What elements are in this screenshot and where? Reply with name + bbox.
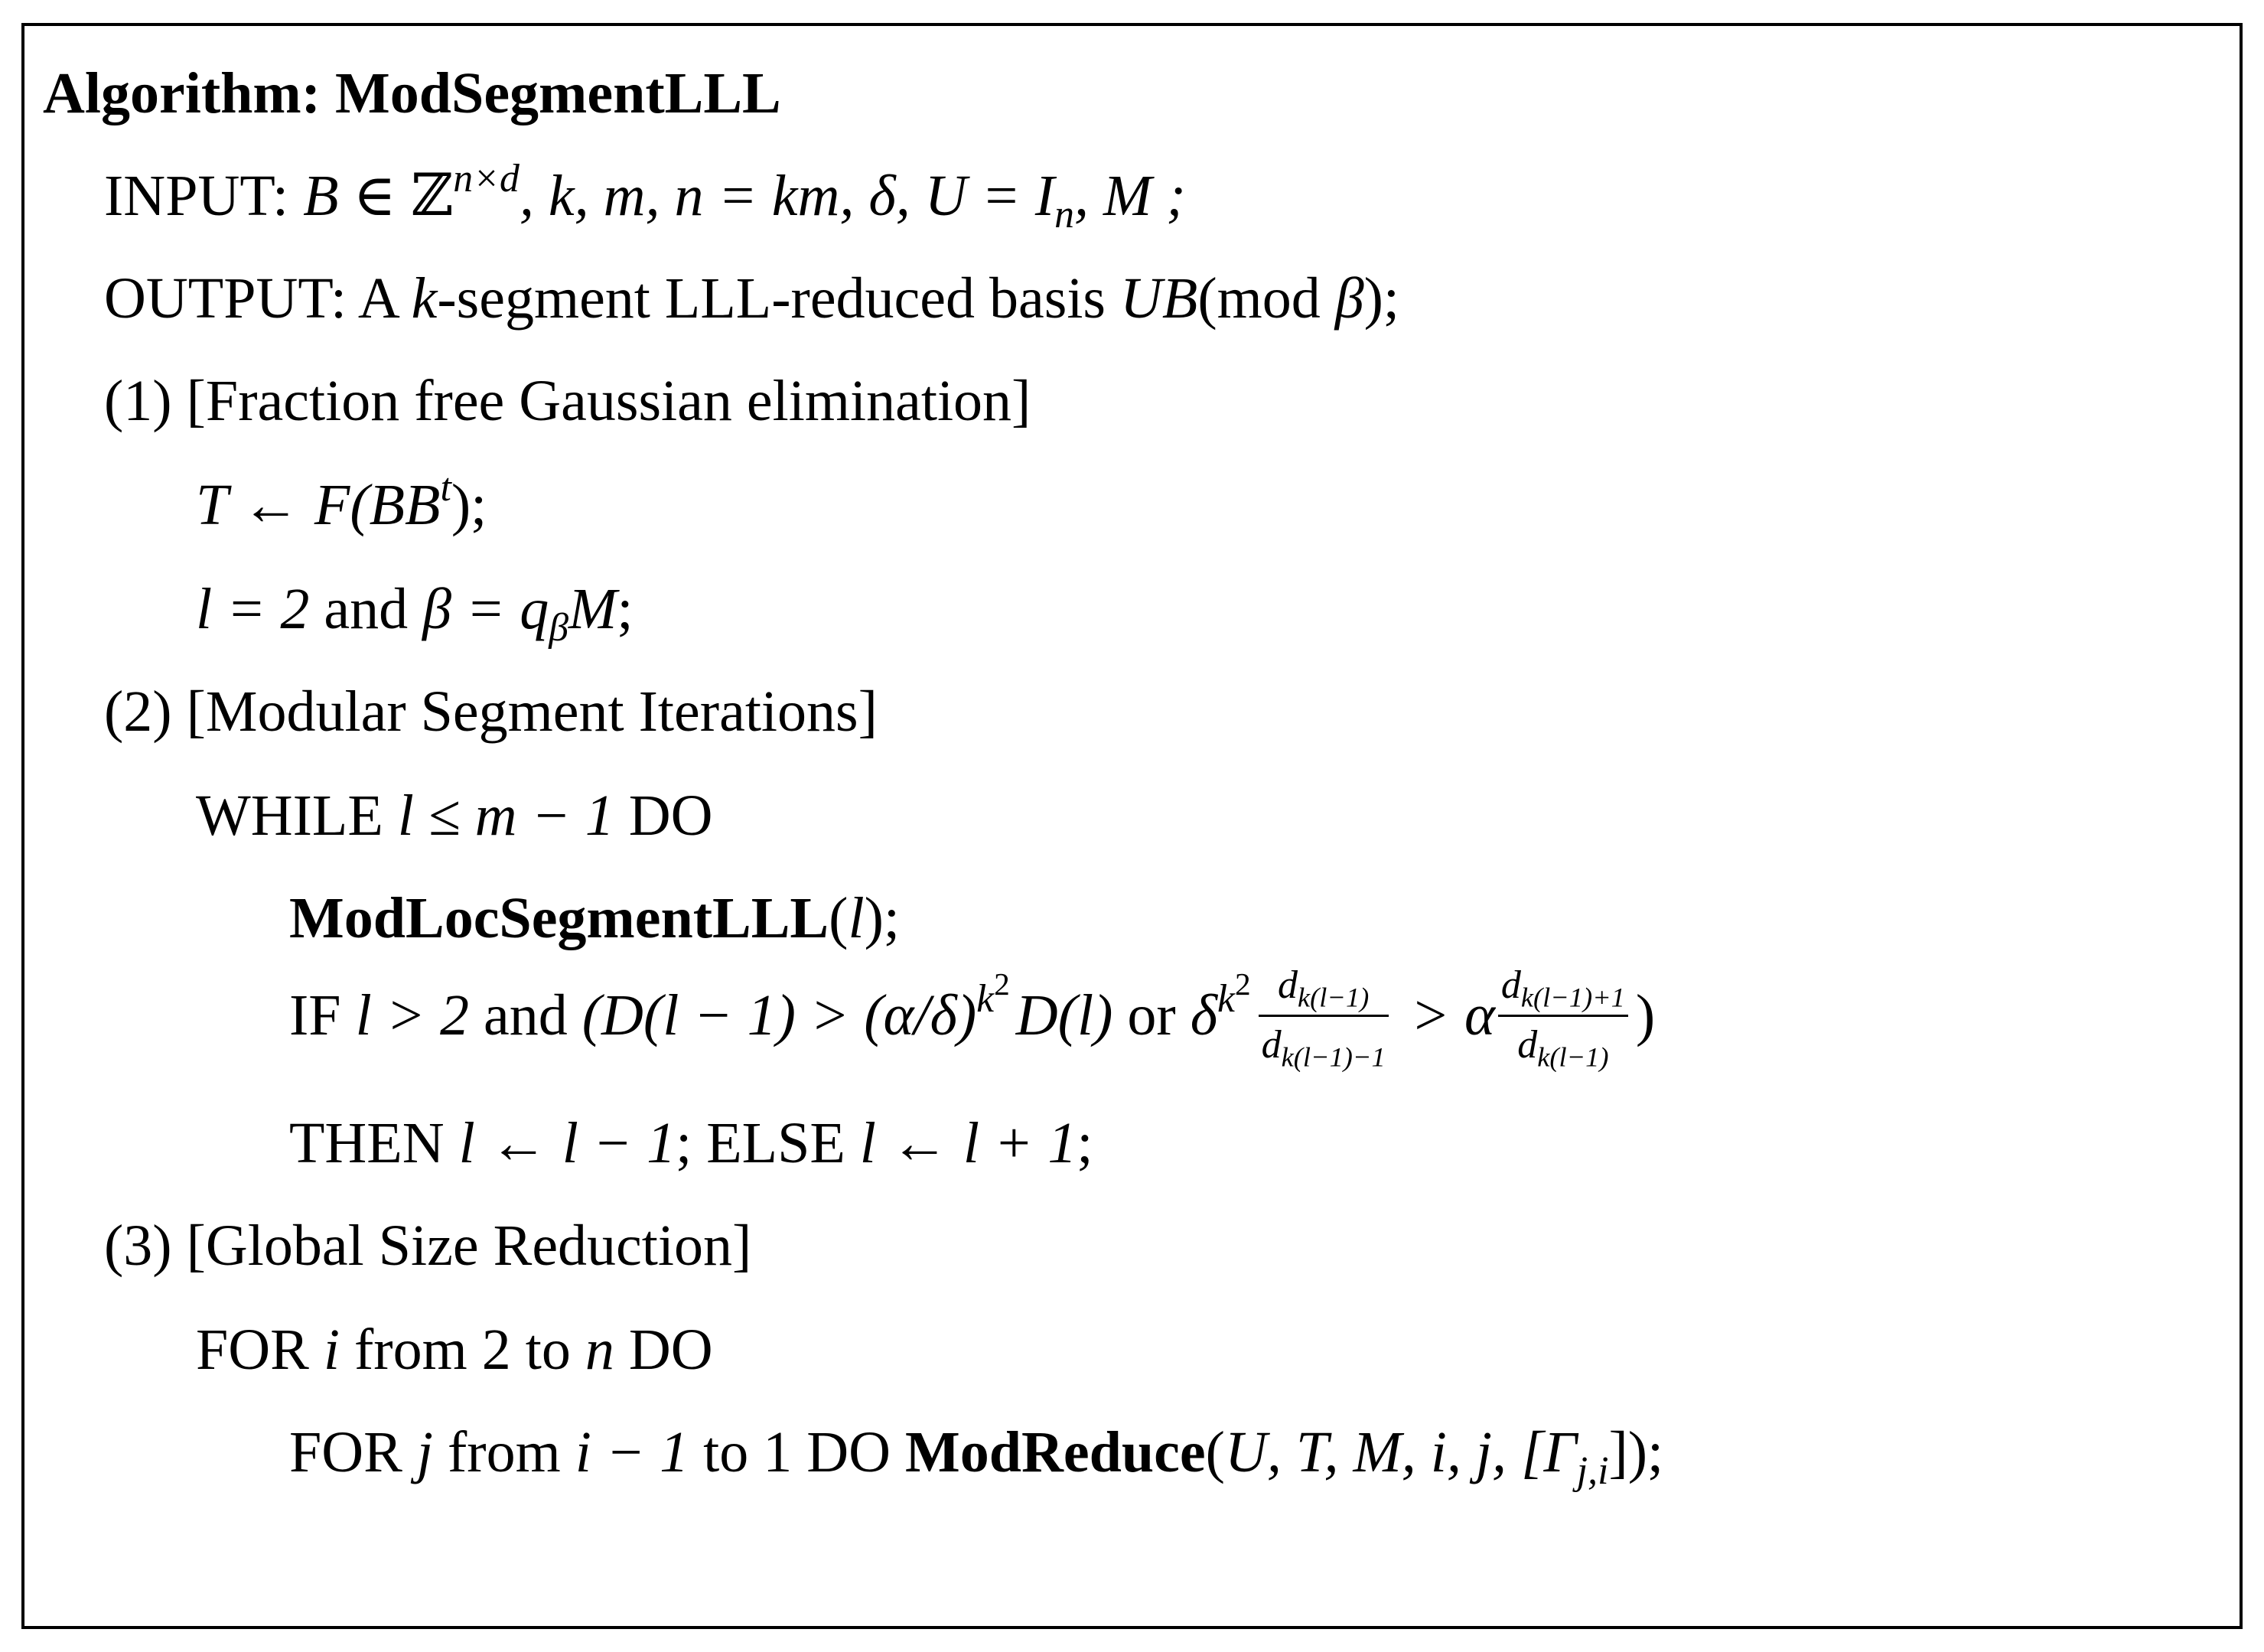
do-keyword: DO (614, 784, 713, 848)
transpose-sup: t (440, 465, 451, 510)
call-arg: l (848, 886, 865, 950)
else-keyword: ; ELSE (676, 1111, 860, 1175)
delta-exponent-2: 2 (1234, 966, 1251, 1002)
frac2-num: d (1500, 963, 1521, 1008)
step1-line1-end: ); (451, 473, 487, 537)
else-expr: l ← l + 1 (859, 1111, 1077, 1175)
for-inner-keyword: FOR (289, 1420, 417, 1484)
frac2-num-sub: k(l−1)+1 (1520, 982, 1625, 1013)
if-keyword: IF (289, 983, 356, 1048)
identity-subscript: n (1054, 193, 1075, 237)
mod-reduce-name: ModReduce (905, 1420, 1206, 1484)
output-beta: β (1334, 266, 1364, 331)
if-or: or (1112, 983, 1191, 1048)
step3-header: (3) [Global Size Reduction] (104, 1214, 752, 1278)
lovasz-expr: (D(l − 1) > (α/δ) (581, 983, 977, 1048)
output-k: k (411, 266, 438, 331)
input-in-symbol: ∈ (338, 164, 411, 228)
while-condition: l ≤ m − 1 (397, 784, 614, 848)
output-basis: UB (1120, 266, 1198, 331)
else-end: ; (1077, 1111, 1093, 1175)
paren-close: ); (864, 886, 900, 950)
then-keyword: THEN (289, 1111, 459, 1175)
delta-exponent-k: k (1217, 977, 1235, 1022)
frac2-den: d (1517, 1022, 1538, 1067)
for-do: DO (614, 1318, 713, 1382)
step2-header: (2) [Modular Segment Iterations] (104, 679, 878, 744)
loc-segment-call: ModLocSegmentLLL(l); (289, 889, 900, 947)
exponent-k: k (976, 977, 995, 1022)
reduce-args: U, T, M, i, j, [Γ (1224, 1420, 1577, 1484)
for-inner-line: FOR j from i − 1 to 1 DO ModReduce(U, T,… (289, 1420, 1664, 1491)
title-label: Algorithm: (43, 61, 321, 125)
loop-var-j: j (416, 1420, 433, 1484)
input-params-end: , M ; (1074, 164, 1186, 228)
fraction-left: dk(l−1)dk(l−1)−1 (1258, 962, 1389, 1072)
output-mod: (mod (1197, 266, 1335, 331)
q-subscript: β (549, 606, 569, 650)
if-and: and (468, 983, 582, 1048)
step1-line2-end: ; (617, 577, 634, 641)
while-keyword: WHILE (196, 784, 398, 848)
if-condition: l > 2 (355, 983, 469, 1048)
output-line: OUTPUT: A k-segment LLL-reduced basis UB… (104, 269, 1399, 327)
frac1-den-sub: k(l−1)−1 (1281, 1041, 1386, 1072)
step1-header: (1) [Fraction free Gaussian elimination] (104, 369, 1031, 433)
frac1-num-sub: k(l−1) (1298, 982, 1370, 1013)
frac1-den: d (1261, 1022, 1282, 1067)
D-of-l: D(l) (1015, 983, 1113, 1048)
and-text: and (309, 577, 423, 641)
for-inner-from: from (432, 1420, 575, 1484)
output-label: OUTPUT: A (104, 266, 412, 331)
algorithm-box (21, 23, 2243, 1629)
gt-alpha: > α (1396, 983, 1495, 1048)
input-label: INPUT: (104, 164, 289, 228)
for-outer-line: FOR i from 2 to n DO (196, 1321, 713, 1379)
then-expr: l ← l − 1 (458, 1111, 676, 1175)
input-basis-symbol: B (303, 164, 339, 228)
step1-assign: T ← F(BB (196, 473, 441, 537)
gamma-subscript: j,i (1576, 1449, 1609, 1494)
for-range: from 2 to (339, 1318, 585, 1382)
algorithm-title: Algorithm: ModSegmentLLL (43, 64, 781, 122)
loop-var-i: i (323, 1318, 340, 1382)
paren-open: ( (829, 886, 849, 950)
while-line: WHILE l ≤ m − 1 DO (196, 787, 713, 845)
exponent-2: 2 (994, 966, 1010, 1002)
for-inner-start: i − 1 (575, 1420, 689, 1484)
frac1-num: d (1278, 963, 1298, 1008)
if-close-paren: ) (1635, 983, 1656, 1048)
input-dims: n×d (453, 156, 520, 200)
title-name: ModSegmentLLL (335, 61, 781, 125)
step1-line1: T ← F(BBt); (196, 468, 487, 537)
delta-symbol: δ (1190, 983, 1218, 1048)
init-M: M (568, 577, 617, 641)
output-description: -segment LLL-reduced basis (437, 266, 1121, 331)
step1-line2: l = 2 and β = qβM; (196, 577, 634, 648)
loop-end-n: n (585, 1318, 614, 1382)
reduce-paren-open: ( (1205, 1420, 1225, 1484)
reduce-close: ]); (1608, 1420, 1664, 1484)
integers-symbol: ℤ (410, 164, 454, 228)
init-l: l = 2 (196, 577, 310, 641)
then-else-line: THEN l ← l − 1; ELSE l ← l + 1; (289, 1114, 1093, 1172)
init-beta: β = q (422, 577, 549, 641)
procedure-name: ModLocSegmentLLL (289, 886, 829, 950)
frac2-den-sub: k(l−1) (1537, 1041, 1609, 1072)
for-inner-to: to 1 DO (689, 1420, 905, 1484)
input-params: , k, m, n = km, δ, U = I (519, 164, 1055, 228)
for-keyword: FOR (196, 1318, 324, 1382)
input-line: INPUT: B ∈ ℤn×d, k, m, n = km, δ, U = In… (104, 158, 1186, 234)
output-end: ); (1363, 266, 1400, 331)
